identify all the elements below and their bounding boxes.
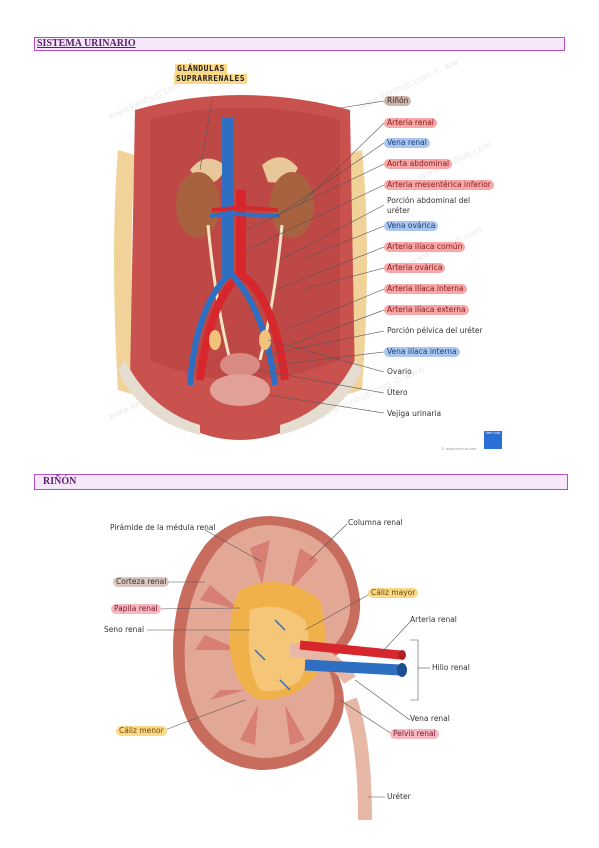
- kenhub-logo: ken hub: [484, 431, 502, 449]
- label-vena-iliaca: Vena ilíaca interna: [384, 347, 460, 357]
- label-aorta: Aorta abdominal: [384, 159, 453, 169]
- label-vejiga: Vejiga urinaria: [387, 409, 442, 418]
- label-arteria-ovarica: Arteria ovárica: [384, 263, 446, 273]
- label-columna: Columna renal: [348, 518, 403, 527]
- label-arteria-renal: Arteria renal: [384, 118, 437, 128]
- label-iliaca-comun: Arteria ilíaca común: [384, 242, 466, 252]
- label-papila: Papila renal: [111, 604, 161, 614]
- label-ureter: Uréter: [387, 792, 411, 801]
- label-iliaca-externa: Arteria ilíaca externa: [384, 305, 469, 315]
- label-hilio: Hilio renal: [432, 663, 470, 672]
- section-title: RIÑÓN: [43, 476, 77, 487]
- section-header-rinon: RIÑÓN: [34, 474, 568, 490]
- image-credit: © www.kenhub.com: [441, 447, 477, 451]
- label-pelvis: Pelvis renal: [390, 729, 439, 739]
- label-arteria-renal-2: Arteria renal: [410, 615, 457, 624]
- label-seno: Seno renal: [104, 625, 145, 634]
- label-ureter-abdominal-1: Porción abdominal del: [387, 196, 471, 205]
- label-arteria-mesenterica: Arteria mesentérica inferior: [384, 180, 494, 190]
- label-vena-renal: Vena renal: [384, 138, 430, 148]
- section-title: SISTEMA URINARIO: [37, 38, 136, 49]
- label-vena-ovarica: Vena ovárica: [384, 221, 439, 231]
- handwritten-label-1: GLÁNDULAS: [175, 64, 227, 74]
- label-rinon: Riñón: [384, 96, 412, 106]
- label-iliaca-interna: Arteria ilíaca interna: [384, 284, 467, 294]
- handwritten-label-2: SUPRARRENALES: [174, 74, 248, 84]
- label-piramide: Pirámide de la médula renal: [110, 523, 216, 532]
- label-ureter-abdominal-2: uréter: [387, 206, 410, 215]
- label-vena-renal-2: Vena renal: [410, 714, 450, 723]
- label-corteza: Corteza renal: [113, 577, 170, 587]
- section-header-urinario: SISTEMA URINARIO: [34, 37, 565, 51]
- label-ovario: Ovario: [387, 367, 412, 376]
- label-caliz-mayor: Cáliz mayor: [368, 588, 419, 598]
- label-utero: Útero: [387, 388, 408, 397]
- label-ureter-pelvico: Porción pélvica del uréter: [387, 326, 483, 335]
- label-caliz-menor: Cáliz menor: [116, 726, 167, 736]
- urinary-system-illustration: www.kenhub.com www.kenhub.com © ww www.k…: [107, 58, 493, 440]
